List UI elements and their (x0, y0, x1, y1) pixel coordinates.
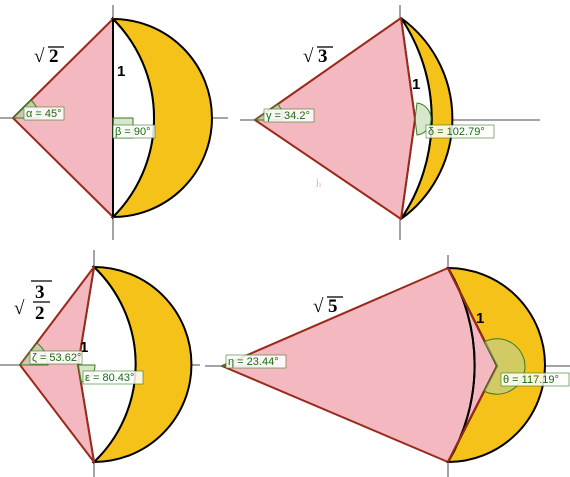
panel-sqrt3: √ 3 1 γ = 34.2° δ = 102.79° j₁ (240, 5, 540, 240)
angle-label-eta: η = 23.44° (228, 356, 279, 368)
angle-label-bg-theta (500, 372, 570, 387)
radical-sign-4: √ (313, 296, 324, 317)
ratio-label-4: 5 (328, 296, 338, 317)
ratio-label-2: 3 (318, 46, 328, 67)
side-label-1: 1 (117, 63, 125, 80)
angle-label-bg-alpha (23, 106, 65, 121)
angle-label-bg-beta (112, 124, 156, 139)
ratio-denominator-3: 2 (35, 303, 45, 324)
angle-label-theta: θ = 117.19° (503, 374, 559, 386)
angle-label-bg-delta (425, 124, 495, 139)
side-label-3: 1 (80, 339, 88, 356)
angle-label-bg-gamma (263, 108, 315, 123)
angle-label-bg-epsilon (82, 370, 144, 385)
radical-sign-2: √ (303, 46, 314, 67)
angle-label-alpha: α = 45° (26, 108, 62, 120)
angle-label-bg-zeta (29, 350, 83, 365)
panel-sqrt3-2: √ 3 2 1 ζ = 53.62° ε = 80.43° (0, 250, 200, 477)
panel-sqrt5: √ 5 1 η = 23.44° θ = 117.19° (205, 255, 570, 477)
ratio-label-1: 2 (49, 46, 59, 67)
angle-label-zeta: ζ = 53.62° (32, 352, 81, 364)
radical-sign-3: √ (14, 298, 25, 319)
side-label-2: 1 (412, 76, 420, 93)
angle-label-beta: β = 90° (115, 126, 151, 138)
angle-label-bg-eta (225, 354, 287, 369)
angle-label-epsilon: ε = 80.43° (85, 372, 134, 384)
angle-label-gamma: γ = 34.2° (266, 110, 310, 122)
side-label-4: 1 (476, 310, 484, 327)
radical-sign-1: √ (34, 46, 45, 67)
vertex-label-j1: j₁ (315, 177, 322, 187)
ratio-numerator-3: 3 (35, 282, 45, 303)
angle-label-delta: δ = 102.79° (428, 126, 485, 138)
panel-sqrt2: √ 2 1 α = 45° β = 90° (0, 5, 228, 240)
